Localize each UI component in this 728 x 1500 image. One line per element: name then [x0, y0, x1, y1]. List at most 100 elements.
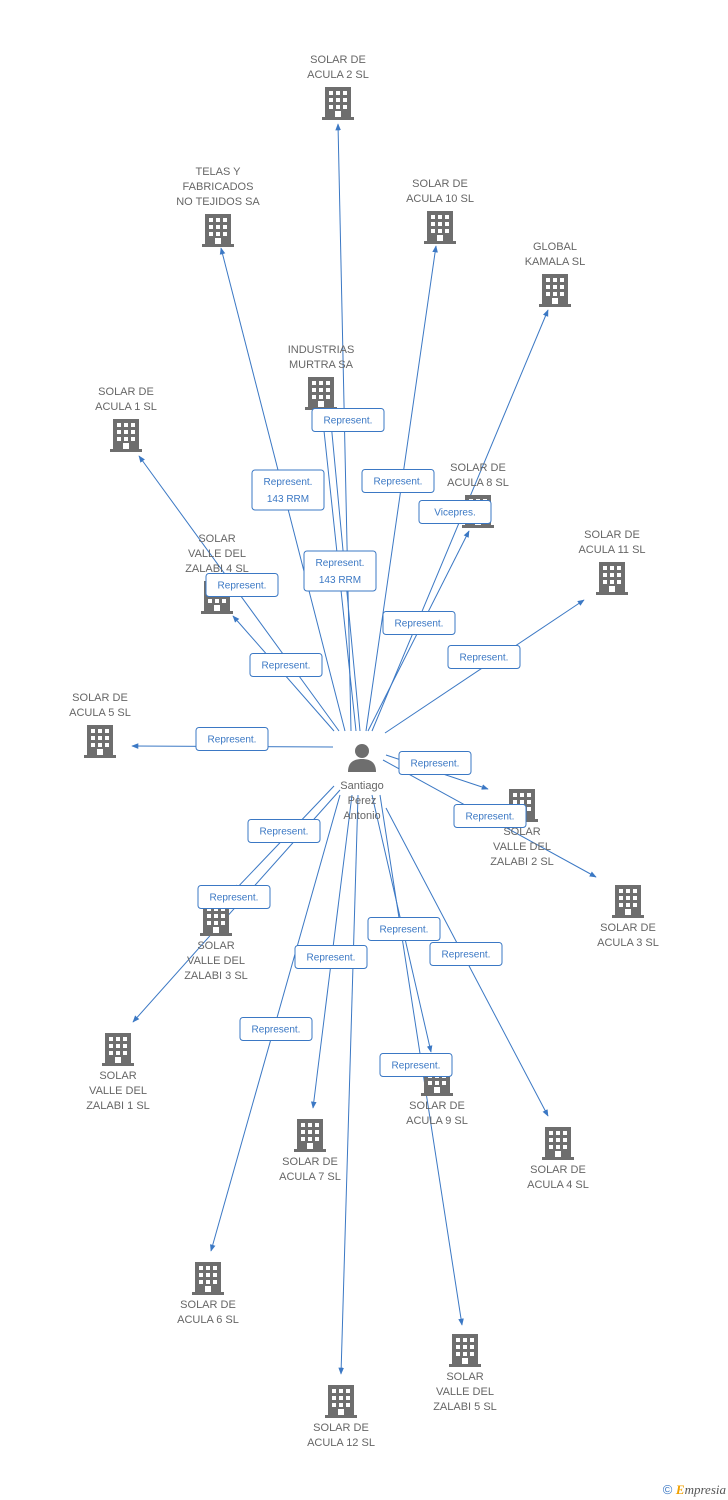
brand-name: mpresia — [684, 1482, 726, 1497]
edge-label-acula10[interactable]: Represent. — [361, 469, 435, 493]
building-icon — [596, 562, 628, 595]
edge-label-text: Vicepres. — [434, 508, 476, 519]
edge-label-murtra[interactable]: Represent.143 RRM — [303, 550, 377, 592]
edge-label-box — [311, 408, 385, 432]
edge-label-global[interactable]: Vicepres. — [418, 500, 492, 524]
company-name-line: ACULA 2 SL — [307, 69, 369, 81]
edge-label-box — [398, 751, 472, 775]
company-name-line: ACULA 6 SL — [177, 1314, 239, 1326]
edge-label-box — [251, 469, 325, 511]
company-node-acula5[interactable]: SOLAR DE ACULA 5 SL — [69, 692, 131, 758]
company-name-line: SOLAR DE — [72, 692, 128, 704]
company-name-line: ACULA 5 SL — [69, 707, 131, 719]
edge-label-acula8[interactable]: Represent. — [382, 611, 456, 635]
edge-label-text: Represent. — [307, 953, 356, 964]
edge-label-text: Represent. — [210, 893, 259, 904]
edge-label-box — [195, 727, 269, 751]
edge-label-zalabi4[interactable]: Represent. — [249, 653, 323, 677]
company-name-line: SOLAR DE — [282, 1156, 338, 1168]
building-icon — [539, 274, 571, 307]
company-name-line: SOLAR DE — [98, 386, 154, 398]
edge-label-text: Represent. — [442, 950, 491, 961]
brand-initial: E — [675, 1482, 685, 1497]
edge-label-acula7[interactable]: Represent. — [294, 945, 368, 969]
edge-label-zalabi2[interactable]: Represent. — [398, 751, 472, 775]
edge-label-murtra[interactable]: Represent. — [311, 408, 385, 432]
edge-label-acula1[interactable]: Represent. — [205, 573, 279, 597]
building-icon — [449, 1334, 481, 1367]
edge-label-box — [367, 917, 441, 941]
edge-labels-layer: Represent.143 RRMRepresent.Vicepres.Repr… — [195, 408, 527, 1077]
company-name-line: VALLE DEL — [188, 548, 246, 560]
edge-label-acula6[interactable]: Represent. — [239, 1017, 313, 1041]
company-name-line: ZALABI 3 SL — [184, 970, 248, 982]
edge-label-box — [418, 500, 492, 524]
company-name-line: NO TEJIDOS SA — [176, 196, 260, 208]
company-node-acula3[interactable]: SOLAR DE ACULA 3 SL — [597, 885, 659, 949]
edge-label-zalabi5[interactable]: Represent. — [379, 1053, 453, 1077]
edge-label-box — [447, 645, 521, 669]
company-name-line: ACULA 3 SL — [597, 937, 659, 949]
company-name-line: VALLE DEL — [436, 1386, 494, 1398]
brand-logo[interactable]: Empresia — [676, 1482, 726, 1497]
edge-label-text: Represent. — [466, 812, 515, 823]
edge-label-text: Represent. — [260, 827, 309, 838]
edge-label-zalabi1[interactable]: Represent. — [197, 885, 271, 909]
company-name-line: SOLAR DE — [409, 1100, 465, 1112]
edge-label-box — [249, 653, 323, 677]
edge-label-telas[interactable]: Represent.143 RRM — [251, 469, 325, 511]
edge-label-acula3[interactable]: Represent. — [453, 804, 527, 828]
edge-label-text: Represent. — [460, 653, 509, 664]
edge-label-box — [453, 804, 527, 828]
footer: © Empresia — [663, 1482, 726, 1498]
company-name-line: SOLAR DE — [180, 1299, 236, 1311]
company-name-line: INDUSTRIAS — [288, 344, 355, 356]
company-name-line: ACULA 12 SL — [307, 1437, 375, 1449]
building-icon — [424, 211, 456, 244]
company-name-line: VALLE DEL — [89, 1085, 147, 1097]
company-node-acula7[interactable]: SOLAR DE ACULA 7 SL — [279, 1119, 341, 1183]
company-name-line: ACULA 7 SL — [279, 1171, 341, 1183]
edge-label-acula5[interactable]: Represent. — [195, 727, 269, 751]
edge-label-acula11[interactable]: Represent. — [447, 645, 521, 669]
edge-label-box — [239, 1017, 313, 1041]
company-node-acula6[interactable]: SOLAR DE ACULA 6 SL — [177, 1262, 239, 1326]
building-icon — [202, 214, 234, 247]
edge-label-text: 143 RRM — [267, 494, 309, 505]
edge-label-box — [379, 1053, 453, 1077]
building-icon — [542, 1127, 574, 1160]
edge-label-acula9[interactable]: Represent. — [367, 917, 441, 941]
building-icon — [84, 725, 116, 758]
company-name-line: SOLAR DE — [600, 922, 656, 934]
company-name-line: VALLE DEL — [493, 841, 551, 853]
building-icon — [192, 1262, 224, 1295]
edge-label-acula4[interactable]: Represent. — [429, 942, 503, 966]
edge-label-zalabi3[interactable]: Represent. — [247, 819, 321, 843]
edge-label-box — [197, 885, 271, 909]
company-name-line: SOLAR — [446, 1371, 483, 1383]
person-name-line: Perez — [348, 795, 377, 807]
company-name-line: SOLAR DE — [450, 462, 506, 474]
company-name-line: VALLE DEL — [187, 955, 245, 967]
person-name-line: Antonio — [343, 810, 380, 822]
company-node-acula4[interactable]: SOLAR DE ACULA 4 SL — [527, 1127, 589, 1191]
company-name-line: ACULA 4 SL — [527, 1179, 589, 1191]
edge-label-text: Represent. — [316, 558, 365, 569]
company-name-line: SOLAR DE — [530, 1164, 586, 1176]
